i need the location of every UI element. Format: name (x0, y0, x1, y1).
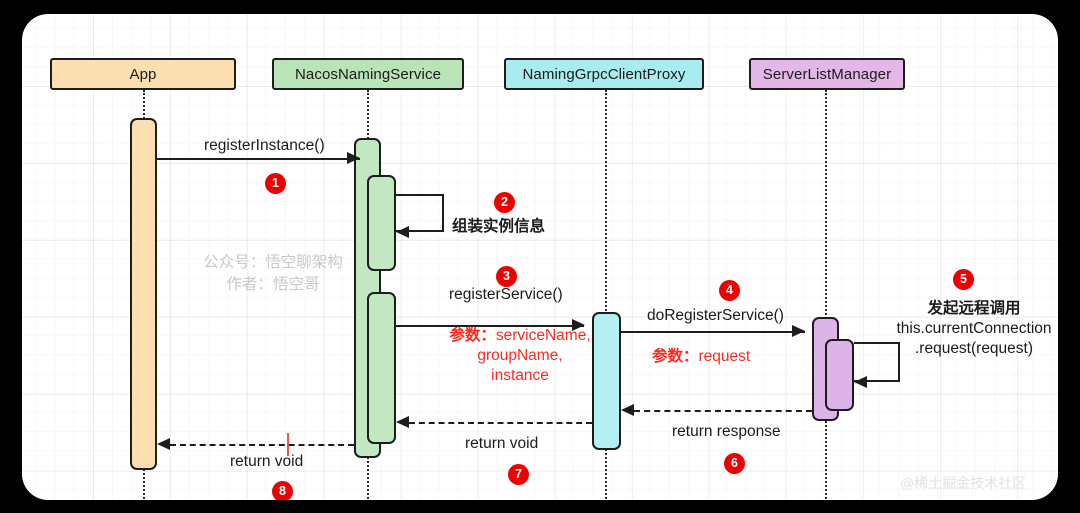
message-line-8 (170, 444, 354, 446)
participant-app[interactable]: App (50, 58, 236, 90)
message-arrow-8 (157, 437, 170, 450)
watermark-layer: 公众号：悟空聊架构 作者：悟空哥 @稀土掘金技术社区 (22, 14, 1058, 500)
activation-slm-nested (825, 339, 854, 411)
messages-layer: registerInstance() 1 组装实例信息 2 registerSe… (22, 14, 1058, 500)
message-note-5-line1: 发起远程调用 (927, 300, 1021, 317)
message-label-2-text: 组装实例信息 (452, 218, 546, 235)
message-params-3-line2: groupName, (477, 346, 563, 364)
step-badge-2: 2 (494, 192, 515, 213)
message-note-5-line2: this.currentConnection (896, 320, 1052, 338)
message-line-1 (157, 158, 360, 160)
message-params-4-prefix: 参数： (652, 348, 699, 365)
participant-slm[interactable]: ServerListManager (749, 58, 905, 90)
message-label-8: return void (230, 453, 304, 470)
message-line-3 (396, 325, 584, 327)
self-call-rect-5 (854, 342, 900, 382)
step-badge-7: 7 (508, 464, 529, 485)
message-line-4 (621, 331, 805, 333)
step-badge-5: 5 (953, 269, 974, 290)
participant-proxy[interactable]: NamingGrpcClientProxy (504, 58, 704, 90)
diagram-canvas: App NacosNamingService NamingGrpcClientP… (22, 14, 1058, 500)
participant-label-slm: ServerListManager (762, 65, 892, 83)
message-params-3-line3: instance (491, 366, 549, 384)
message-params-4: 参数：request (652, 347, 832, 367)
participants-layer: App NacosNamingService NamingGrpcClientP… (22, 14, 1058, 500)
message-arrow-2 (396, 225, 409, 238)
message-params-4-line1: 参数：request (652, 347, 832, 367)
message-params-3-value1: serviceName, (495, 327, 591, 344)
message-tick-8 (287, 433, 289, 456)
message-note-5-line3: .request(request) (914, 340, 1034, 358)
message-arrow-6 (621, 403, 634, 416)
message-params-3-prefix: 参数： (449, 327, 496, 344)
graph-paper-grid (22, 14, 1058, 500)
activation-nacos-nested-2 (367, 292, 396, 444)
step-badge-6: 6 (724, 453, 745, 474)
message-arrow-5 (854, 375, 867, 388)
message-label-2: 组装实例信息 (452, 217, 545, 237)
activations-layer (22, 14, 1058, 500)
activation-app (130, 118, 157, 470)
lifeline-proxy (605, 90, 607, 500)
self-call-rect-2 (396, 194, 444, 232)
activation-proxy (592, 312, 621, 450)
step-badge-1: 1 (265, 173, 286, 194)
message-line-7 (409, 422, 592, 424)
lifeline-slm (825, 90, 827, 500)
message-label-4: doRegisterService() (647, 307, 784, 324)
participant-label-nacos: NacosNamingService (294, 65, 442, 83)
center-watermark-line2: 作者：悟空哥 (226, 276, 320, 294)
participant-label-proxy: NamingGrpcClientProxy (522, 65, 686, 83)
message-line-6 (634, 410, 812, 412)
step-badge-8: 8 (272, 481, 293, 500)
message-label-3: registerService() (449, 286, 563, 303)
center-watermark-line1: 公众号：悟空聊架构 (203, 254, 343, 271)
message-arrow-3 (572, 318, 585, 331)
message-arrow-1 (347, 151, 360, 164)
activation-nacos-nested-1 (367, 175, 396, 271)
message-arrow-7 (396, 415, 409, 428)
message-label-6: return response (672, 423, 781, 440)
message-params-3-line1: 参数：serviceName, (430, 326, 610, 346)
message-params-4-value1: request (698, 348, 751, 365)
message-label-7: return void (465, 435, 539, 452)
step-badge-3: 3 (496, 266, 517, 287)
message-label-1: registerInstance() (204, 137, 325, 154)
corner-watermark: @稀土掘金技术社区 (900, 475, 1027, 491)
center-watermark: 公众号：悟空聊架构 作者：悟空哥 (198, 252, 348, 297)
message-params-3: 参数：serviceName, groupName, instance (430, 326, 610, 385)
participant-nacos[interactable]: NacosNamingService (272, 58, 464, 90)
participant-label-app: App (129, 65, 157, 83)
message-note-5: 发起远程调用 this.currentConnection .request(r… (874, 299, 1058, 359)
step-badge-4: 4 (719, 280, 740, 301)
message-arrow-4 (792, 324, 805, 337)
